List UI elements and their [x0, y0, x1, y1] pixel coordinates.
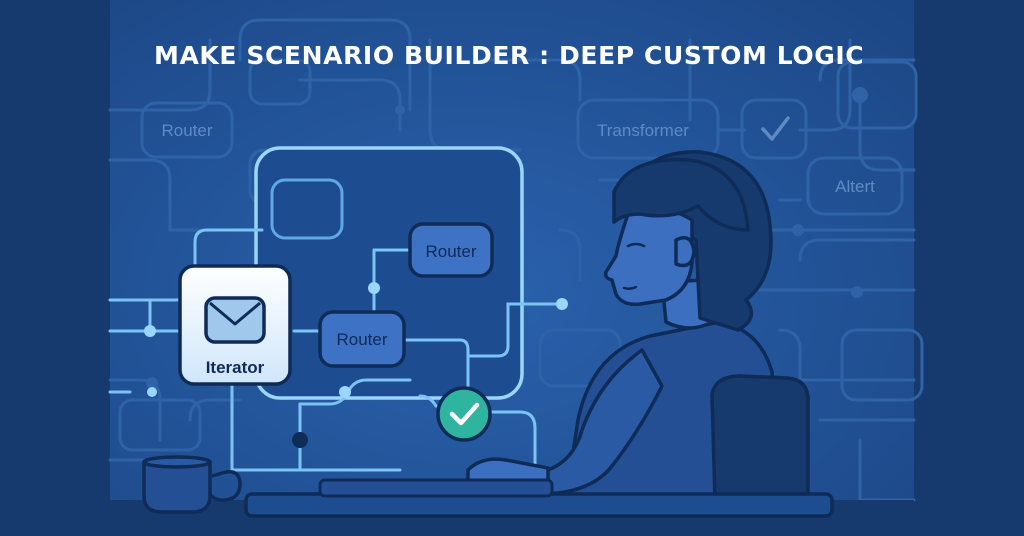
- placeholder-module: [270, 178, 344, 240]
- iterator-module[interactable]: Iterator: [178, 264, 292, 386]
- face-details: [622, 242, 646, 291]
- router-top-label: Router: [425, 242, 476, 261]
- background-node: [840, 328, 924, 402]
- check-circle-icon: [436, 386, 492, 442]
- envelope-icon: [204, 296, 266, 344]
- iterator-label: Iterator: [206, 358, 265, 377]
- background-node: [118, 398, 202, 452]
- background-node-alert: [806, 156, 904, 216]
- background-node-transformer: [576, 98, 720, 160]
- router-module-middle[interactable]: Router: [318, 310, 406, 368]
- active-flow-dots: [144, 282, 568, 448]
- mug-icon: [142, 455, 242, 514]
- keyboard: [318, 478, 554, 498]
- page-title: MAKE SCENARIO BUILDER : DEEP CUSTOM LOGI…: [154, 41, 864, 70]
- router-module-top[interactable]: Router: [408, 222, 494, 278]
- background-transformer-label: Transformer: [597, 121, 689, 140]
- background-node: [248, 58, 312, 106]
- router-middle-label: Router: [336, 330, 387, 349]
- background-node-check: [740, 98, 808, 160]
- background-router-label: Router: [161, 121, 212, 140]
- background-node: [836, 60, 918, 130]
- background-node-router: [140, 101, 234, 159]
- check-icon: [761, 116, 790, 141]
- background-alert-label: Altert: [835, 177, 875, 196]
